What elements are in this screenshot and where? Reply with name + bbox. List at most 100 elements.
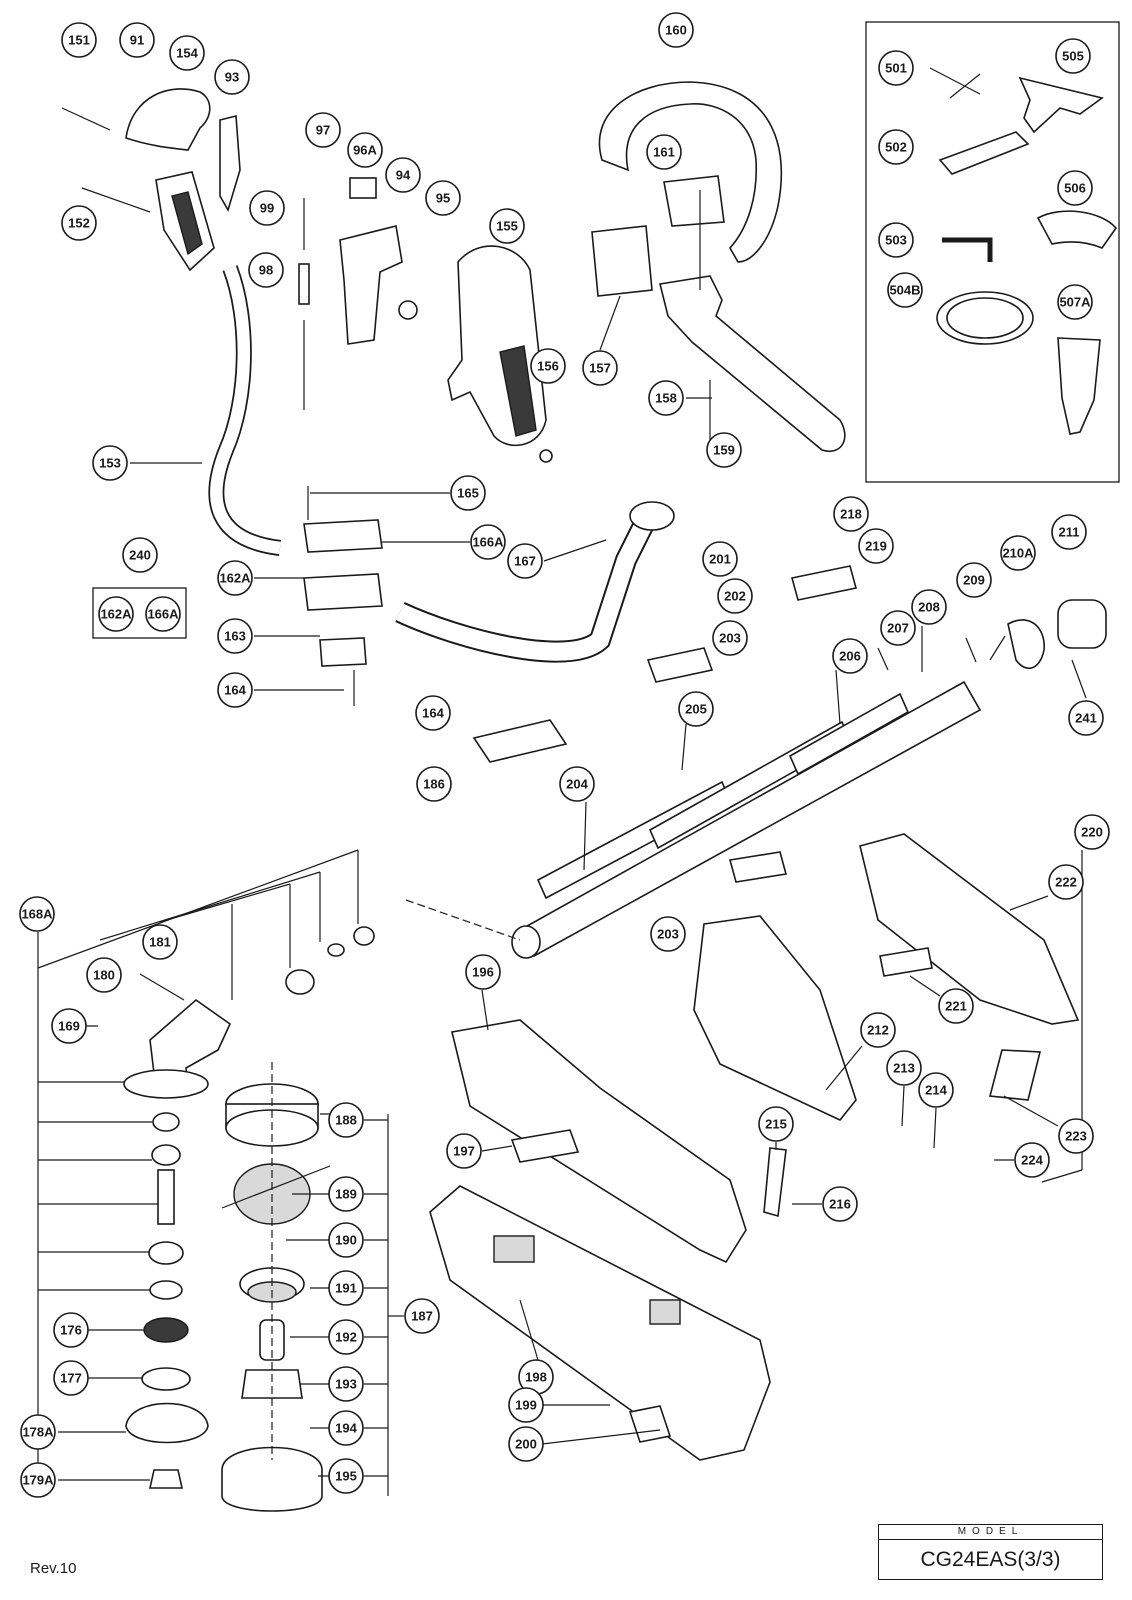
part-label-164-b[interactable]: 164 <box>415 695 451 731</box>
part-label-179a[interactable]: 179A <box>20 1462 56 1498</box>
part-label-98[interactable]: 98 <box>248 252 284 288</box>
part-label-222[interactable]: 222 <box>1048 864 1084 900</box>
part-label-210a[interactable]: 210A <box>1000 535 1036 571</box>
part-label-206[interactable]: 206 <box>832 638 868 674</box>
part-label-159[interactable]: 159 <box>706 432 742 468</box>
part-label-168a[interactable]: 168A <box>19 896 55 932</box>
svg-text:166A: 166A <box>147 607 179 622</box>
part-label-506[interactable]: 506 <box>1057 170 1093 206</box>
part-label-194[interactable]: 194 <box>328 1410 364 1446</box>
part-label-200[interactable]: 200 <box>508 1426 544 1462</box>
part-label-165[interactable]: 165 <box>450 475 486 511</box>
part-label-223[interactable]: 223 <box>1058 1118 1094 1154</box>
part-label-91[interactable]: 91 <box>119 22 155 58</box>
part-label-169[interactable]: 169 <box>51 1008 87 1044</box>
svg-text:93: 93 <box>225 70 239 85</box>
part-label-161[interactable]: 161 <box>646 134 682 170</box>
part-label-207[interactable]: 207 <box>880 610 916 646</box>
part-label-198[interactable]: 198 <box>518 1359 554 1395</box>
part-label-193[interactable]: 193 <box>328 1366 364 1402</box>
part-label-505[interactable]: 505 <box>1055 38 1091 74</box>
part-label-166a[interactable]: 166A <box>470 524 506 560</box>
part-label-167[interactable]: 167 <box>507 543 543 579</box>
part-label-93[interactable]: 93 <box>214 59 250 95</box>
part-label-218[interactable]: 218 <box>833 496 869 532</box>
part-label-241[interactable]: 241 <box>1068 700 1104 736</box>
part-label-151[interactable]: 151 <box>61 22 97 58</box>
part-label-190[interactable]: 190 <box>328 1222 364 1258</box>
part-label-181[interactable]: 181 <box>142 924 178 960</box>
part-label-212[interactable]: 212 <box>860 1012 896 1048</box>
svg-text:224: 224 <box>1021 1153 1043 1168</box>
part-label-507a[interactable]: 507A <box>1057 284 1093 320</box>
svg-text:91: 91 <box>130 33 144 48</box>
gear-head-assembly <box>123 926 375 1489</box>
part-label-504b[interactable]: 504B <box>887 272 923 308</box>
part-label-158[interactable]: 158 <box>648 380 684 416</box>
svg-text:240: 240 <box>129 548 151 563</box>
part-label-189[interactable]: 189 <box>328 1176 364 1212</box>
part-label-219[interactable]: 219 <box>858 528 894 564</box>
part-label-211[interactable]: 211 <box>1051 514 1087 550</box>
part-label-156[interactable]: 156 <box>530 348 566 384</box>
part-label-94[interactable]: 94 <box>385 157 421 193</box>
part-label-213[interactable]: 213 <box>886 1050 922 1086</box>
part-label-208[interactable]: 208 <box>911 589 947 625</box>
part-label-186[interactable]: 186 <box>416 766 452 802</box>
svg-text:506: 506 <box>1064 181 1086 196</box>
part-label-162a-kit[interactable]: 162A <box>98 596 134 632</box>
svg-text:165: 165 <box>457 486 479 501</box>
part-label-199[interactable]: 199 <box>508 1387 544 1423</box>
part-label-160[interactable]: 160 <box>658 12 694 48</box>
svg-text:162A: 162A <box>100 607 132 622</box>
part-label-216[interactable]: 216 <box>822 1186 858 1222</box>
svg-text:199: 199 <box>515 1398 537 1413</box>
accessory-box <box>865 21 1120 483</box>
part-label-221[interactable]: 221 <box>938 988 974 1024</box>
part-label-96a[interactable]: 96A <box>347 132 383 168</box>
part-label-188[interactable]: 188 <box>328 1102 364 1138</box>
part-label-201[interactable]: 201 <box>702 541 738 577</box>
part-label-240[interactable]: 240 <box>122 537 158 573</box>
part-label-204[interactable]: 204 <box>559 766 595 802</box>
part-label-95[interactable]: 95 <box>425 180 461 216</box>
part-label-214[interactable]: 214 <box>918 1072 954 1108</box>
part-label-178a[interactable]: 178A <box>20 1414 56 1450</box>
part-label-187[interactable]: 187 <box>404 1298 440 1334</box>
part-label-177[interactable]: 177 <box>53 1360 89 1396</box>
part-label-205[interactable]: 205 <box>678 691 714 727</box>
part-label-157[interactable]: 157 <box>582 350 618 386</box>
part-label-224[interactable]: 224 <box>1014 1142 1050 1178</box>
part-label-154[interactable]: 154 <box>169 35 205 71</box>
part-label-191[interactable]: 191 <box>328 1270 364 1306</box>
part-label-501[interactable]: 501 <box>878 50 914 86</box>
part-label-192[interactable]: 192 <box>328 1319 364 1355</box>
part-label-203-a[interactable]: 203 <box>712 620 748 656</box>
part-label-180[interactable]: 180 <box>86 957 122 993</box>
part-label-195[interactable]: 195 <box>328 1458 364 1494</box>
part-label-152[interactable]: 152 <box>61 205 97 241</box>
svg-text:166A: 166A <box>472 535 504 550</box>
part-label-196[interactable]: 196 <box>465 954 501 990</box>
part-label-215[interactable]: 215 <box>758 1106 794 1142</box>
part-label-503[interactable]: 503 <box>878 222 914 258</box>
part-label-155[interactable]: 155 <box>489 208 525 244</box>
part-label-166a-kit[interactable]: 166A <box>145 596 181 632</box>
part-label-176[interactable]: 176 <box>53 1312 89 1348</box>
part-label-220[interactable]: 220 <box>1074 814 1110 850</box>
part-label-202[interactable]: 202 <box>717 578 753 614</box>
part-label-164-a[interactable]: 164 <box>217 672 253 708</box>
part-label-163[interactable]: 163 <box>217 618 253 654</box>
part-label-209[interactable]: 209 <box>956 562 992 598</box>
part-label-197[interactable]: 197 <box>446 1133 482 1169</box>
part-label-502[interactable]: 502 <box>878 129 914 165</box>
part-label-99[interactable]: 99 <box>249 190 285 226</box>
part-label-162a[interactable]: 162A <box>217 560 253 596</box>
loop-handle <box>591 81 846 453</box>
part-label-153[interactable]: 153 <box>92 445 128 481</box>
svg-text:196: 196 <box>472 965 494 980</box>
svg-text:209: 209 <box>963 573 985 588</box>
svg-text:197: 197 <box>453 1144 475 1159</box>
part-label-203-b[interactable]: 203 <box>650 916 686 952</box>
part-label-97[interactable]: 97 <box>305 112 341 148</box>
